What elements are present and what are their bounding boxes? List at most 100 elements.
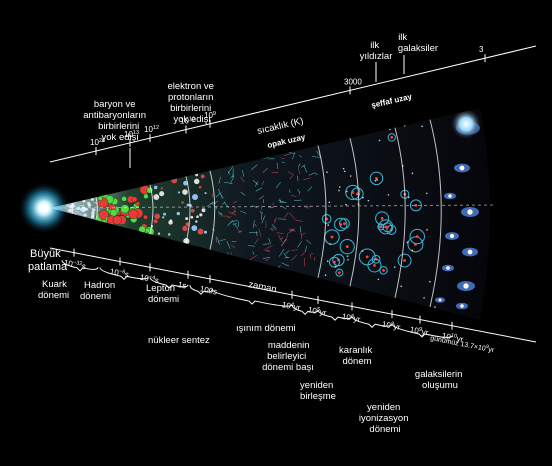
time-tick-unit: s — [81, 261, 87, 271]
star-dot — [345, 190, 348, 193]
plasma-filament — [292, 152, 296, 160]
plasma-filament — [240, 191, 246, 196]
plasma-filament — [254, 238, 259, 245]
era-bracket — [351, 316, 393, 328]
hydrogen-ring — [378, 219, 394, 235]
lepton-particle — [203, 230, 208, 234]
plasma-filament — [271, 226, 277, 231]
quark-lattice-link — [78, 204, 85, 207]
hadron-particle — [145, 227, 151, 233]
plasma-filament — [265, 258, 270, 262]
radiation-era-label: ışınım dönemi — [236, 323, 296, 334]
hydrogen-ring — [339, 218, 350, 230]
plasma-filament — [300, 231, 302, 239]
plasma-filament — [297, 175, 299, 182]
temperature-tick-label: 109 — [204, 111, 216, 120]
hydrogen-ring — [334, 217, 348, 232]
plasma-filament — [222, 201, 226, 205]
lepton-particle — [181, 201, 184, 204]
plasma-filament — [262, 167, 268, 173]
time-tick-base: 10 — [441, 331, 452, 342]
recombination-label: yeniden birleşme — [300, 380, 336, 402]
plasma-filament — [285, 250, 290, 255]
time-tick-unit: yr — [293, 302, 302, 312]
quark-particle — [91, 210, 95, 215]
era-bracket — [99, 267, 149, 281]
time-tick-unit: yr — [393, 322, 402, 332]
star-dot — [421, 125, 423, 128]
plasma-filament — [309, 254, 312, 259]
lepton-particle — [195, 173, 199, 177]
plasma-filament — [261, 180, 265, 186]
star-dot — [425, 192, 428, 195]
plasma-filament — [276, 162, 278, 169]
era-boundary-arc — [185, 176, 191, 244]
plasma-filament — [307, 186, 313, 192]
plasma-filament — [261, 215, 266, 224]
plasma-filament — [230, 174, 235, 178]
plasma-filament — [240, 176, 245, 183]
dark-age-label: karanlık dönem — [339, 345, 375, 367]
plasma-filament — [226, 241, 231, 249]
plasma-filament — [231, 219, 238, 223]
plasma-filament — [218, 238, 226, 242]
lepton-particle — [201, 208, 206, 213]
plasma-filament — [242, 170, 245, 177]
lepton-particle — [153, 185, 158, 190]
star-dot — [374, 179, 377, 182]
time-tick-label: 109yr — [409, 325, 429, 337]
star-dot — [361, 250, 364, 252]
hydrogen-nucleus — [382, 268, 385, 272]
lepton-particle — [182, 225, 188, 231]
plasma-filament — [303, 177, 311, 181]
star-dot — [406, 241, 409, 244]
temperature-tick-base: 10 — [180, 117, 189, 126]
plasma-filament — [281, 239, 287, 247]
plasma-filament — [294, 219, 303, 222]
plasma-filament — [215, 237, 218, 243]
hydrogen-ring — [407, 236, 424, 253]
hydrogen-ring — [367, 258, 382, 273]
plasma-filament — [227, 211, 237, 216]
star-dot — [377, 278, 380, 281]
hadron-particle — [97, 195, 103, 201]
hydrogen-nucleus — [385, 225, 389, 229]
hydrogen-nucleus — [343, 222, 346, 226]
temperature-tick-exp: 10 — [189, 117, 195, 123]
lepton-particle — [167, 233, 171, 236]
hydrogen-ring — [375, 211, 390, 226]
temperature-tick-label: 3000 — [344, 77, 362, 86]
plasma-filament — [289, 173, 294, 180]
plasma-filament — [275, 216, 277, 222]
hydrogen-ring — [321, 214, 332, 224]
star-dot — [345, 203, 347, 206]
time-axis — [49, 247, 537, 343]
era-bracket — [317, 309, 353, 321]
galaxy-core — [448, 194, 452, 198]
lepton-particle — [153, 194, 160, 200]
lepton-particle — [197, 228, 204, 235]
plasma-filament — [287, 171, 293, 175]
temperature-tick-label: 1012 — [144, 125, 159, 134]
hydrogen-ring — [397, 253, 412, 268]
star-dot — [389, 128, 391, 131]
plasma-filament — [288, 228, 296, 234]
star-dot — [324, 274, 327, 276]
temperature-tick-base: 10 — [204, 111, 213, 120]
hydrogen-nucleus — [414, 204, 418, 207]
hydrogen-ring — [409, 199, 422, 212]
hydrogen-nucleus — [351, 190, 355, 194]
hadron-particle — [135, 201, 141, 207]
lepton-particle — [157, 232, 161, 235]
lepton-particle — [193, 178, 200, 185]
plasma-filament — [277, 234, 283, 243]
big-bang-point — [39, 203, 49, 213]
hadron-particle — [109, 209, 118, 217]
plasma-filament — [218, 176, 221, 184]
star-dot — [411, 249, 414, 252]
lepton-particle — [198, 185, 202, 189]
star-dot — [367, 199, 370, 202]
time-tick-label: 1010yr — [441, 331, 464, 344]
lepton-particle — [190, 208, 195, 213]
